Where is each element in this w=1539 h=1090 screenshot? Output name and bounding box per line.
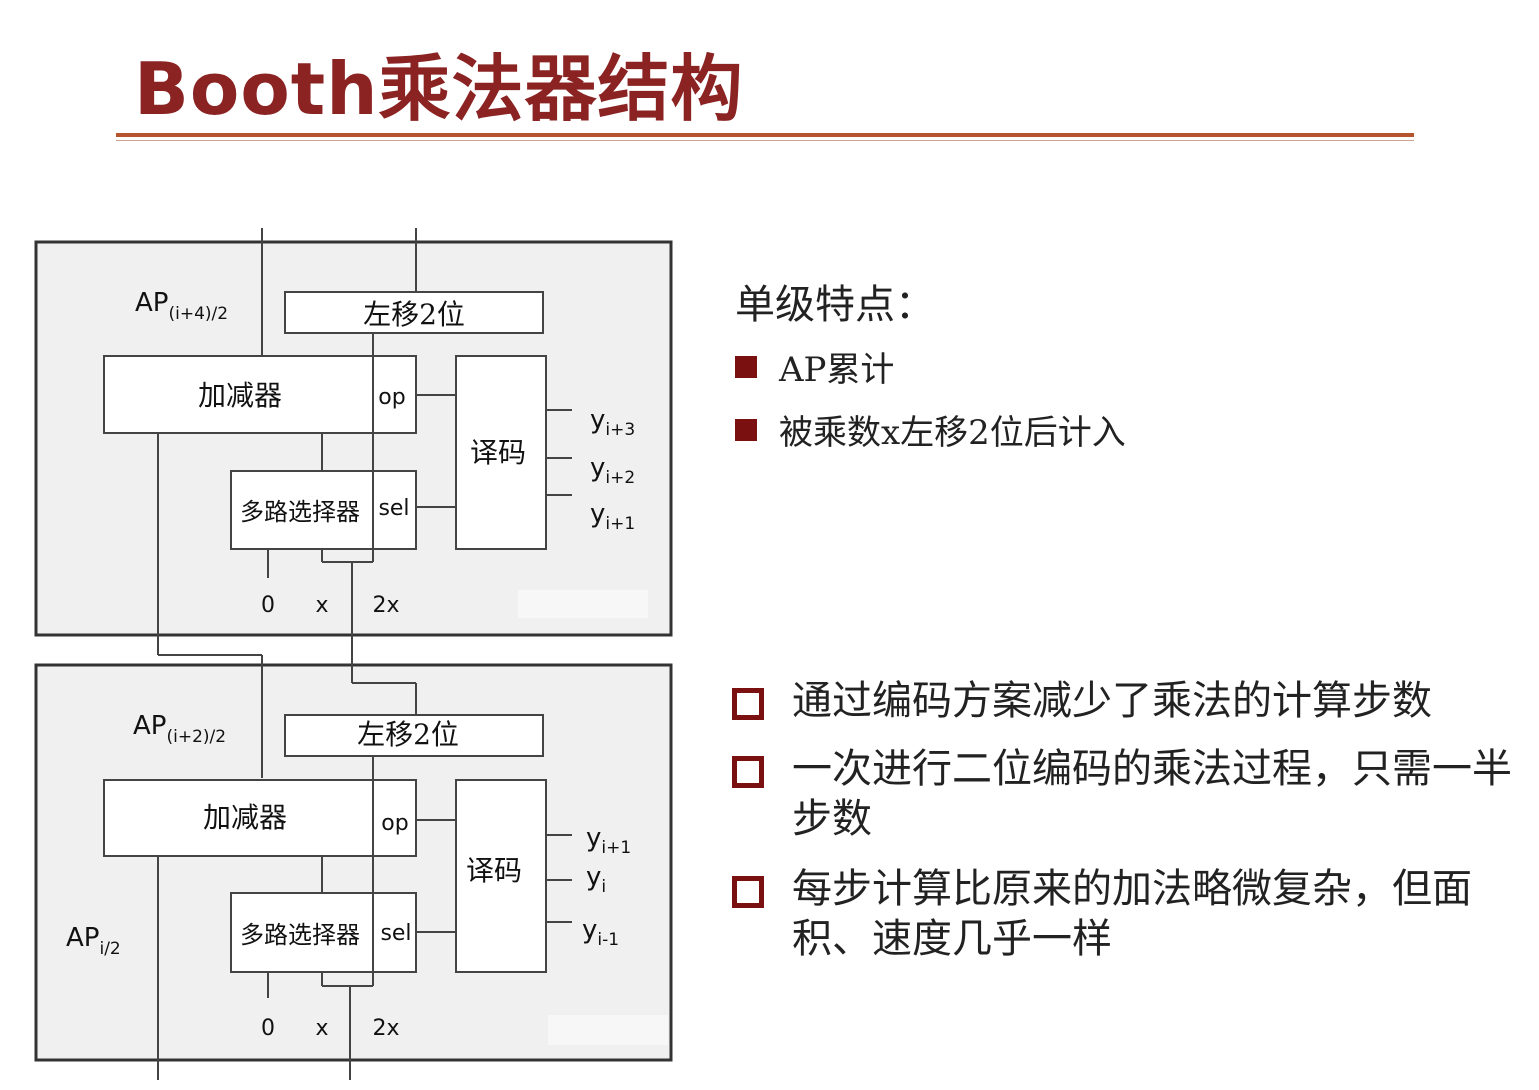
feature-item: 被乘数x左移2位后计入 [735, 405, 1126, 454]
stage1-shift-label: 左移2位 [363, 298, 465, 331]
stage1-decoder-box [455, 355, 547, 550]
stage2-input-0: 0 [261, 1016, 275, 1041]
title-rule [116, 133, 1414, 137]
stage2-ap-out-label: APi/2 [66, 923, 121, 959]
stage1-sel-label: sel [378, 496, 409, 521]
bullet-text: 每步计算比原来的加法略微复杂，但面积、速度几乎一样 [792, 866, 1472, 962]
hollow-square-bullet-icon [732, 688, 764, 720]
stage2-y1-label: yi+1 [586, 823, 631, 858]
feature-item: AP累计 [735, 342, 894, 391]
title-rule-thin [116, 140, 1414, 141]
stage1-mux-label: 多路选择器 [240, 498, 360, 526]
stage1-op-label: op [378, 385, 405, 410]
bullet-item: 一次进行二位编码的乘法过程，只需一半步数 [732, 744, 1522, 844]
stage1-ap-label: AP(i+4)/2 [135, 288, 228, 324]
bullet-text: 通过编码方案减少了乘法的计算步数 [792, 678, 1432, 724]
stage1-y1-label: yi+3 [590, 405, 635, 440]
stage1-y2-label: yi+2 [590, 453, 635, 488]
stage1-y3-label: yi+1 [590, 499, 635, 534]
stage1-adder-box [103, 355, 417, 434]
page-title: Booth乘法器结构 [134, 47, 744, 131]
stage1-decoder-label: 译码 [470, 436, 526, 469]
stage2-ap-label: AP(i+2)/2 [133, 711, 226, 747]
stage2-mux-label: 多路选择器 [240, 921, 360, 949]
bullet-item: 每步计算比原来的加法略微复杂，但面积、速度几乎一样 [732, 864, 1522, 964]
stage2-op-label: op [381, 811, 408, 836]
feature-text: AP累计 [779, 350, 895, 390]
bullet-item: 通过编码方案减少了乘法的计算步数 [732, 676, 1522, 726]
square-bullet-icon [735, 355, 757, 378]
stage2-shift-label: 左移2位 [357, 718, 459, 751]
features-heading: 单级特点： [735, 282, 935, 328]
stage1-input-2x: 2x [372, 593, 399, 618]
stage2-shift-box [284, 714, 544, 757]
stage2-adder-box [103, 779, 417, 857]
bullet-text: 一次进行二位编码的乘法过程，只需一半步数 [792, 746, 1512, 842]
stage2-decoder-label: 译码 [466, 854, 522, 887]
booth-diagram: AP(i+4)/2 左移2位 加减器 op 译码 多路选择器 sel yi+3 … [34, 228, 673, 1080]
stage2-decoder-box [455, 779, 547, 973]
feature-text: 被乘数x左移2位后计入 [779, 413, 1126, 453]
stage2-mux-box [230, 892, 417, 973]
hollow-square-bullet-icon [732, 876, 764, 908]
square-bullet-icon [735, 418, 757, 441]
stage1-input-x: x [315, 593, 328, 618]
stage2-sel-label: sel [380, 921, 411, 946]
stage2-y2-label: yi [586, 862, 606, 897]
stage2-input-2x: 2x [372, 1016, 399, 1041]
stage1-input-0: 0 [261, 593, 275, 618]
stage1-adder-label: 加减器 [198, 379, 282, 412]
stage1-shift-box [284, 291, 544, 334]
stage2-adder-label: 加减器 [203, 801, 287, 834]
stage1-mux-box [230, 470, 417, 550]
stage2-y3-label: yi-1 [582, 915, 619, 950]
stage2-input-x: x [315, 1016, 328, 1041]
hollow-square-bullet-icon [732, 756, 764, 788]
